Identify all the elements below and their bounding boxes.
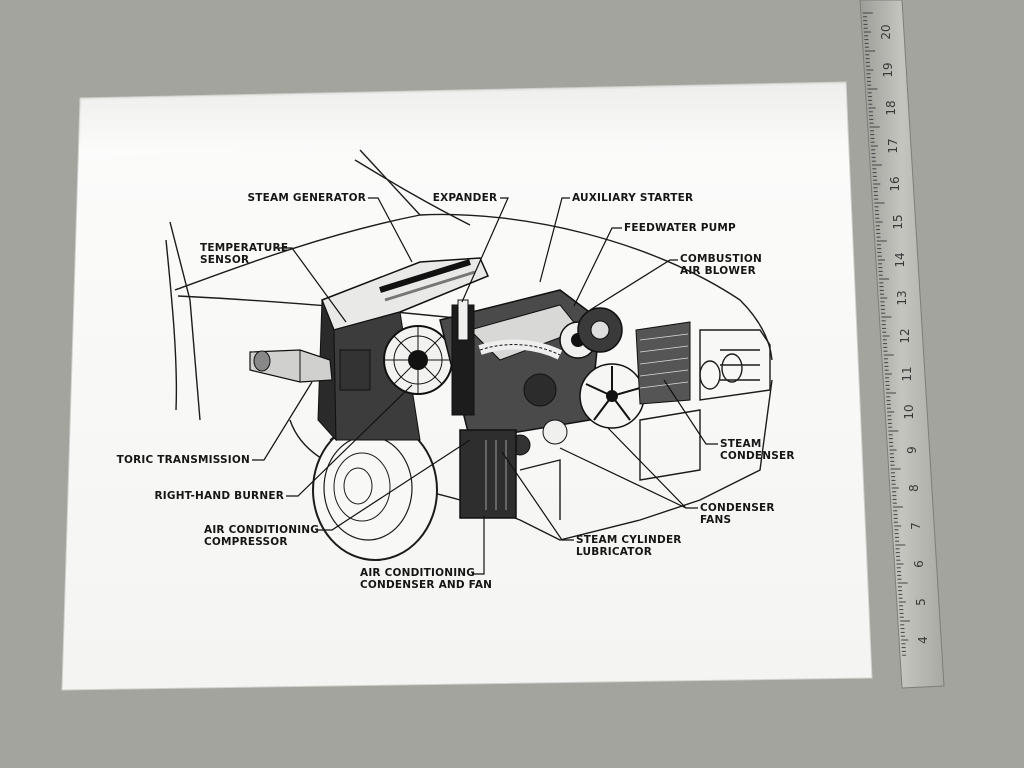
ruler-tick-7: 7 bbox=[909, 522, 924, 530]
label-right-hand-burner: RIGHT-HAND BURNER bbox=[154, 490, 284, 502]
label-combustion-air-blower: COMBUSTION AIR BLOWER bbox=[680, 253, 762, 277]
ruler-tick-14: 14 bbox=[892, 252, 907, 268]
ruler-tick-15: 15 bbox=[890, 214, 905, 230]
label-steam-condenser: STEAM CONDENSER bbox=[720, 438, 795, 462]
ruler-tick-5: 5 bbox=[913, 598, 928, 606]
ruler-tick-13: 13 bbox=[895, 290, 910, 306]
label-feedwater-pump: FEEDWATER PUMP bbox=[624, 222, 736, 234]
front-wheel bbox=[312, 419, 438, 561]
ruler-tick-6: 6 bbox=[911, 560, 926, 568]
label-condenser-fans: CONDENSER FANS bbox=[700, 502, 775, 526]
ruler-tick-10: 10 bbox=[902, 404, 917, 420]
ruler-tick-8: 8 bbox=[906, 484, 921, 492]
leader-lines bbox=[252, 197, 718, 575]
label-air-conditioning-compressor: AIR CONDITIONING COMPRESSOR bbox=[204, 524, 320, 548]
ruler-tick-4: 4 bbox=[916, 636, 931, 644]
metal-ruler bbox=[859, 0, 945, 689]
ruler-tick-12: 12 bbox=[897, 328, 912, 344]
ruler-tick-20: 20 bbox=[878, 24, 893, 40]
label-steam-cylinder-lubricator: STEAM CYLINDER LUBRICATOR bbox=[576, 534, 682, 558]
label-steam-generator: STEAM GENERATOR bbox=[247, 192, 366, 204]
label-auxiliary-starter: AUXILIARY STARTER bbox=[572, 192, 694, 204]
label-temperature-sensor: TEMPERATURE SENSOR bbox=[200, 242, 289, 266]
ruler-tick-18: 18 bbox=[883, 100, 898, 116]
ruler-tick-16: 16 bbox=[888, 176, 903, 192]
ruler-tick-11: 11 bbox=[899, 366, 914, 382]
label-toric-transmission: TORIC TRANSMISSION bbox=[116, 454, 250, 466]
ruler-tick-9: 9 bbox=[904, 446, 919, 454]
ruler-tick-19: 19 bbox=[881, 62, 896, 78]
label-expander: EXPANDER bbox=[432, 192, 498, 204]
ruler-tick-17: 17 bbox=[885, 138, 900, 154]
steam-engine-assembly bbox=[249, 257, 691, 519]
label-air-conditioning-condenser: AIR CONDITIONING CONDENSER AND FAN bbox=[360, 567, 493, 591]
